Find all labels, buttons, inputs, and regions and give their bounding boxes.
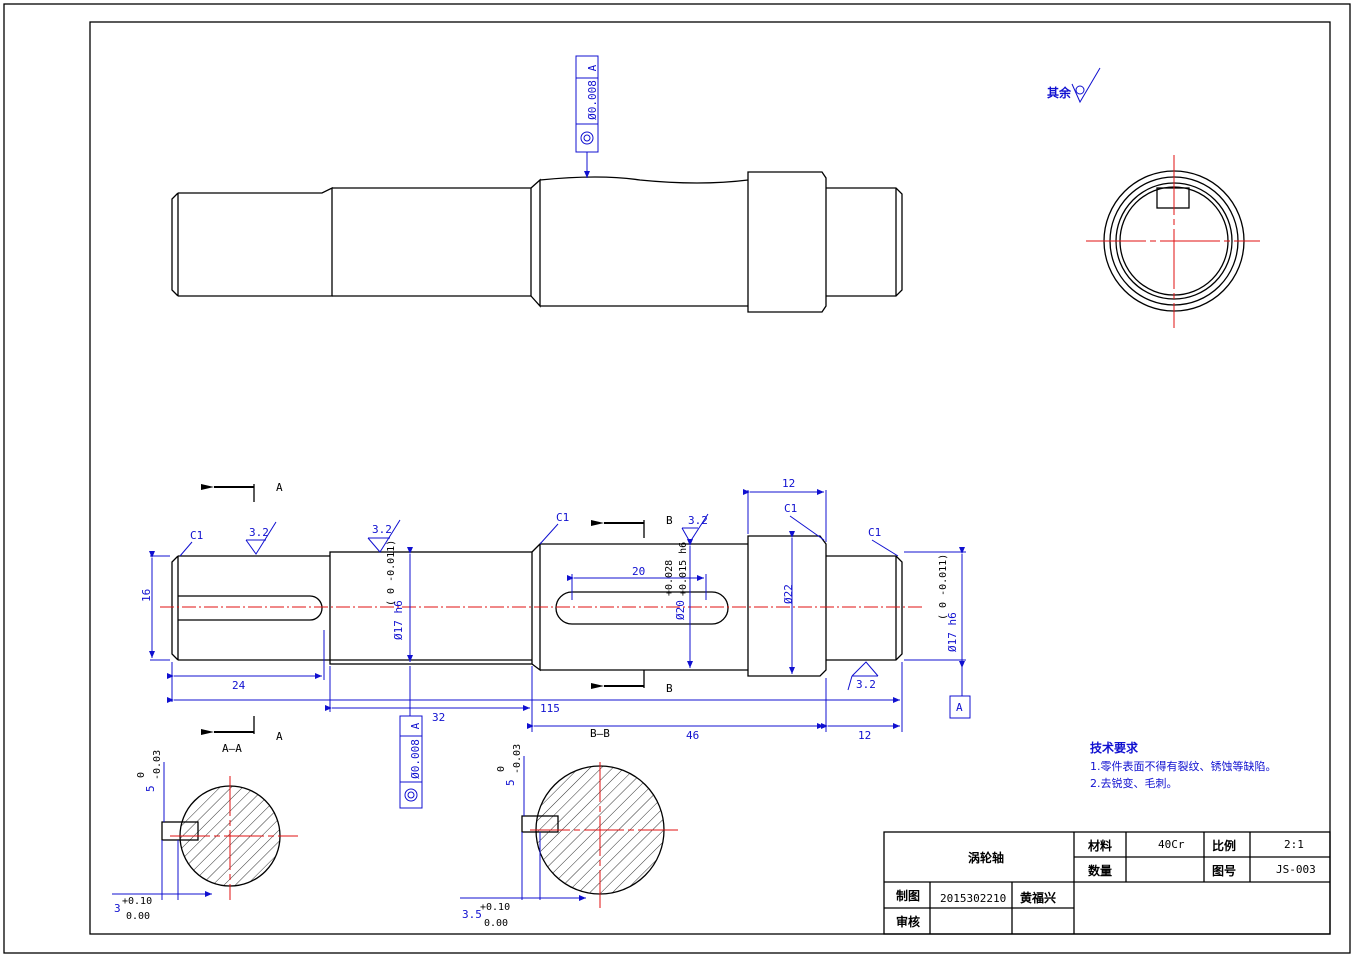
- aa-width-tol-lo: 0.00: [126, 911, 150, 922]
- dim-16: 16: [140, 589, 153, 602]
- bb-depth-tol-up: 0: [496, 766, 507, 772]
- dim-phi20-tol-up: +0.028: [664, 560, 675, 596]
- rough-3: 3.2: [688, 514, 708, 527]
- dim-115: 115: [540, 702, 560, 715]
- top-tolerance-frame: A Ø0.008: [575, 55, 599, 178]
- rest-finish-label: 其余: [1047, 85, 1072, 100]
- tech-req-item-1: 1.零件表面不得有裂纹、锈蚀等缺陷。: [1090, 759, 1277, 773]
- chamfer-4: C1: [868, 526, 881, 539]
- arrow-b-bottom: B: [666, 682, 673, 695]
- bottom-tol-value: Ø0.008: [409, 739, 422, 779]
- dim-24: 24: [232, 679, 246, 692]
- rough-4: 3.2: [856, 678, 876, 691]
- dim-12-bottom: 12: [858, 729, 871, 742]
- bottom-tolerance-frame: A Ø0.008: [399, 666, 423, 809]
- aa-depth: 5: [144, 785, 157, 792]
- material-label: 材料: [1087, 838, 1112, 853]
- sheet-outer-border: [3, 3, 1351, 954]
- dim-phi20: Ø20: [674, 600, 687, 620]
- bb-width-tol-up: +0.10: [480, 902, 510, 913]
- bb-depth-tol-lo: -0.03: [512, 744, 523, 774]
- top-shaft-view: [171, 171, 903, 313]
- rest-finish: 其余: [1047, 67, 1101, 104]
- dim-phi22: Ø22: [782, 584, 795, 604]
- roughness-symbols: 3.2 3.2 3.2 3.2: [245, 513, 879, 691]
- material-value: 40Cr: [1158, 838, 1185, 851]
- arrow-b-top: B: [666, 514, 673, 527]
- dim-32: 32: [432, 711, 445, 724]
- section-bb: 5 0 -0.03 3.5 +0.10 0.00: [460, 744, 682, 929]
- dim-20: 20: [632, 565, 645, 578]
- bb-width-tol-lo: 0.00: [484, 918, 508, 929]
- section-bb-label: B—B: [590, 727, 610, 740]
- dim-phi17-right: Ø17 h6: [946, 612, 959, 652]
- bb-depth: 5: [504, 779, 517, 786]
- rough-1: 3.2: [249, 526, 269, 539]
- section-arrows: A A B B: [201, 481, 673, 743]
- dim-phi20-tol-lo: +0.015 h6: [678, 542, 689, 596]
- aa-width-tol-up: +0.10: [122, 896, 152, 907]
- dim-phi17-left: Ø17 h6: [392, 600, 405, 640]
- section-aa: 5 0 -0.03 3 +0.10 0.00: [112, 750, 298, 922]
- top-tol-datum: A: [586, 64, 599, 71]
- aa-depth-tol-up: 0: [136, 772, 147, 778]
- end-view: [1086, 155, 1260, 328]
- dimensions: 16 24 32 115 46 12 12 20 Ø22: [140, 477, 971, 742]
- arrow-a-top: A: [276, 481, 283, 494]
- top-tol-value: Ø0.008: [586, 80, 599, 120]
- tech-req-item-2: 2.去锐变、毛刺。: [1090, 776, 1178, 790]
- sheet-inner-border: [89, 21, 1331, 935]
- chamfer-3: C1: [784, 502, 797, 515]
- quantity-label: 数量: [1088, 863, 1112, 878]
- section-aa-label: A—A: [222, 742, 242, 755]
- dim-12-top: 12: [782, 477, 795, 490]
- main-shaft-view: [160, 535, 922, 677]
- title-block: 涡轮轴 材料 40Cr 比例 2:1 数量 图号 JS-003 制图 20153…: [883, 831, 1331, 935]
- drawing-no-label: 图号: [1212, 863, 1236, 878]
- dim-phi17-left-tol: ( 0 -0.011): [386, 540, 397, 606]
- drawn-label: 制图: [896, 888, 920, 903]
- student-id: 2015302210: [940, 892, 1006, 905]
- chamfer-1: C1: [190, 529, 203, 542]
- drawing-no-value: JS-003: [1276, 863, 1316, 876]
- bottom-tol-datum: A: [409, 722, 422, 729]
- tech-req-title: 技术要求: [1090, 740, 1139, 755]
- bb-width: 3.5: [462, 908, 482, 921]
- checked-label: 审核: [896, 914, 920, 929]
- aa-depth-tol-lo: -0.03: [152, 750, 163, 780]
- scale-label: 比例: [1212, 838, 1236, 853]
- designer-name: 黄福兴: [1020, 890, 1056, 905]
- part-name: 涡轮轴: [968, 850, 1004, 865]
- chamfer-2: C1: [556, 511, 569, 524]
- aa-width: 3: [114, 902, 121, 915]
- chamfer-labels: C1 C1 C1 C1: [179, 502, 899, 557]
- technical-requirements: 技术要求 1.零件表面不得有裂纹、锈蚀等缺陷。 2.去锐变、毛刺。: [1090, 740, 1277, 790]
- dim-46: 46: [686, 729, 699, 742]
- rough-2: 3.2: [372, 523, 392, 536]
- dim-phi17-right-tol: ( 0 -0.011): [938, 554, 949, 620]
- datum-a-right: A: [956, 701, 963, 714]
- scale-value: 2:1: [1284, 838, 1304, 851]
- arrow-a-bottom: A: [276, 730, 283, 743]
